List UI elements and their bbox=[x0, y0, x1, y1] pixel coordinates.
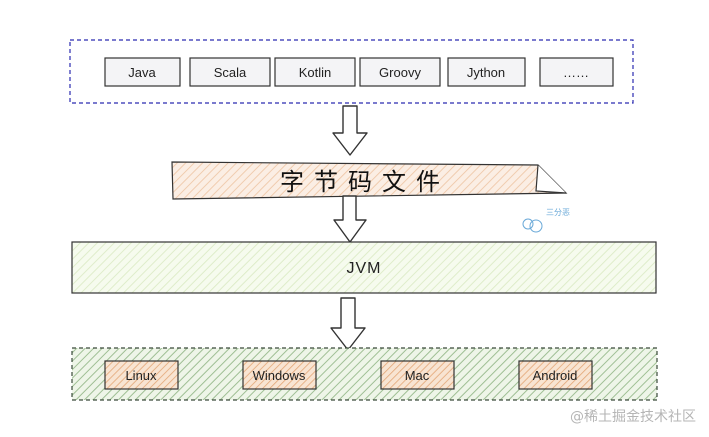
platform-box-android: Android bbox=[518, 360, 593, 390]
language-box-java: Java bbox=[104, 57, 181, 87]
language-label: Kotlin bbox=[299, 65, 332, 80]
language-box-groovy: Groovy bbox=[359, 57, 441, 87]
down-arrow-icon bbox=[333, 195, 367, 243]
bytecode-banner: 字节码文件 bbox=[171, 161, 568, 200]
stamp-text: 三分恶 bbox=[546, 208, 570, 217]
platform-box-windows: Windows bbox=[242, 360, 317, 390]
language-label: Scala bbox=[214, 65, 247, 80]
platform-box-linux: Linux bbox=[104, 360, 179, 390]
language-label: Groovy bbox=[379, 65, 421, 80]
language-box-more: …… bbox=[539, 57, 614, 87]
platform-label: Android bbox=[533, 368, 578, 383]
jvm-box: JVM bbox=[71, 241, 657, 294]
language-box-kotlin: Kotlin bbox=[274, 57, 356, 87]
watermark: @稀土掘金技术社区 bbox=[570, 409, 696, 425]
platform-label: Windows bbox=[253, 368, 306, 383]
language-label: Jython bbox=[467, 65, 505, 80]
language-label: Java bbox=[128, 65, 156, 80]
down-arrow-icon bbox=[330, 297, 366, 351]
platform-box-mac: Mac bbox=[380, 360, 455, 390]
stamp-logo: 三分恶 bbox=[522, 208, 570, 233]
platform-label: Linux bbox=[125, 368, 157, 383]
jvm-label: JVM bbox=[347, 260, 382, 277]
down-arrow-icon bbox=[332, 105, 368, 156]
bytecode-label: 字节码文件 bbox=[280, 168, 450, 196]
platform-label: Mac bbox=[405, 368, 430, 383]
language-box-jython: Jython bbox=[447, 57, 526, 87]
folded-corner bbox=[535, 164, 567, 194]
language-label: …… bbox=[563, 65, 589, 80]
language-box-scala: Scala bbox=[189, 57, 271, 87]
